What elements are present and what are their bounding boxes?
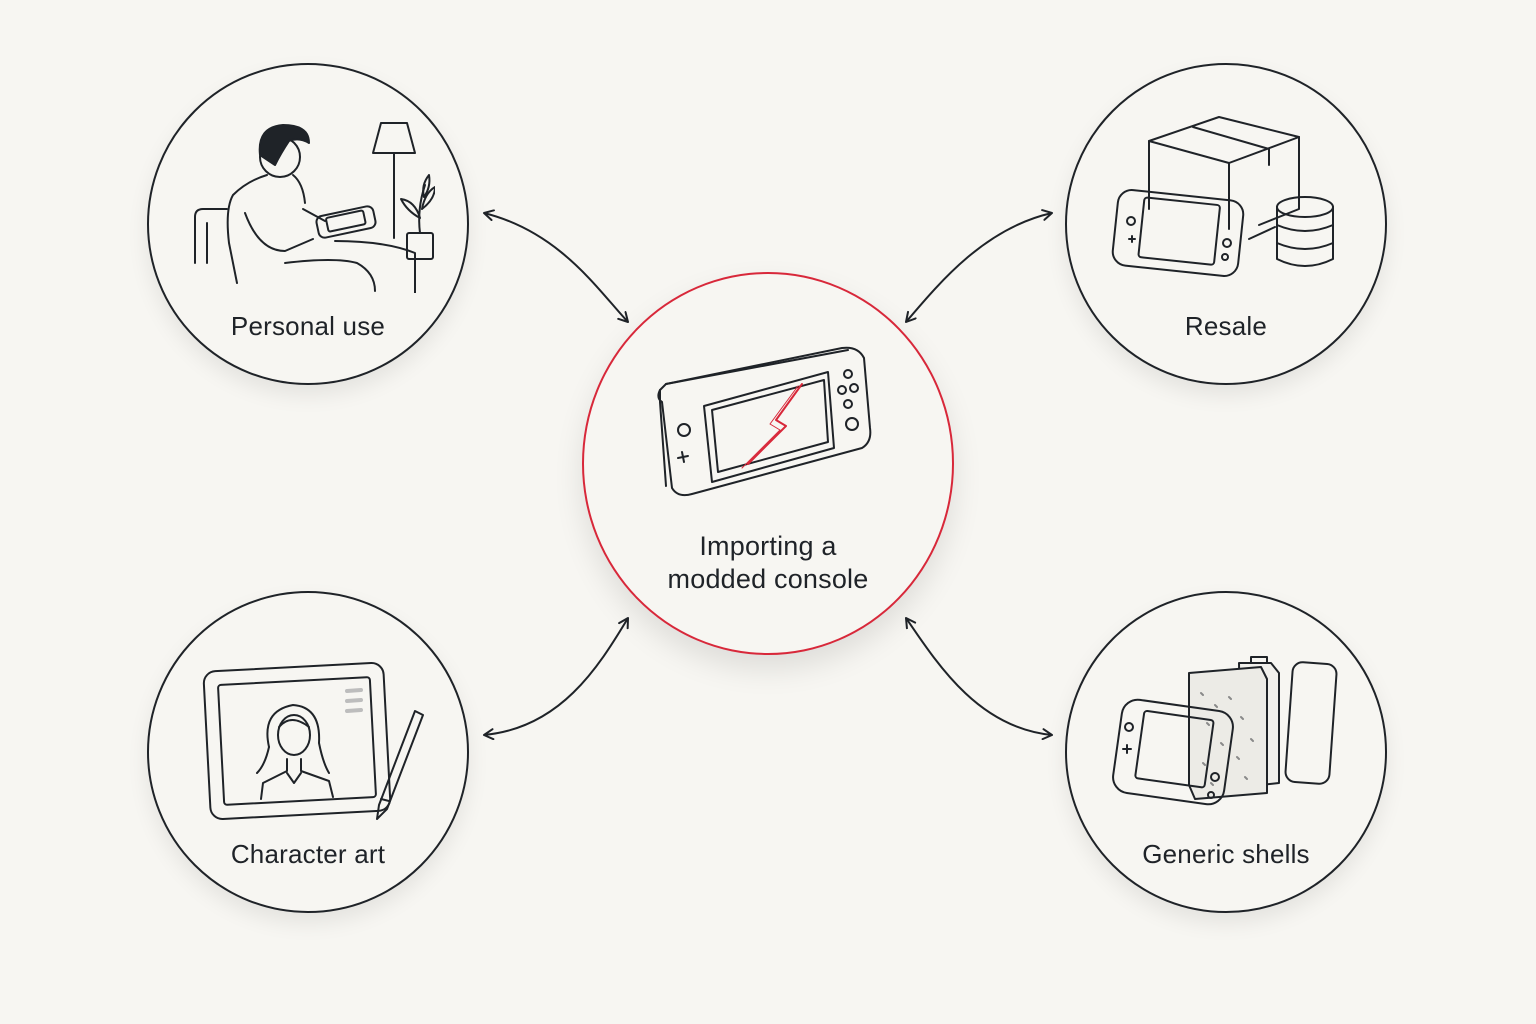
replacement-shells-icon (1112, 656, 1338, 806)
person-playing-handheld-icon (194, 122, 435, 293)
node-generic-shells[interactable]: Generic shells (1065, 591, 1387, 913)
node-label: Character art (230, 839, 386, 869)
handheld-console-cracked-screen-icon (657, 346, 872, 497)
node-personal-use[interactable]: Personal use (147, 63, 469, 385)
arrow-character-art (483, 617, 629, 741)
arrow-resale (905, 209, 1053, 323)
node-resale[interactable]: Resale (1065, 63, 1387, 385)
node-importing-modded-console[interactable]: Importing a modded console (582, 272, 954, 655)
center-label-line1: Importing a (699, 531, 837, 561)
arrow-personal-use (483, 209, 629, 323)
node-character-art[interactable]: Character art (147, 591, 469, 913)
node-label: Generic shells (1142, 839, 1310, 869)
tablet-character-drawing-icon (202, 662, 424, 820)
node-label: Resale (1184, 311, 1268, 341)
center-label-line2: modded console (667, 564, 869, 594)
console-box-storage-icon (1111, 116, 1334, 277)
arrow-generic-shells (905, 617, 1053, 741)
center-label: Importing a modded console (584, 530, 952, 596)
node-label: Personal use (230, 311, 386, 341)
